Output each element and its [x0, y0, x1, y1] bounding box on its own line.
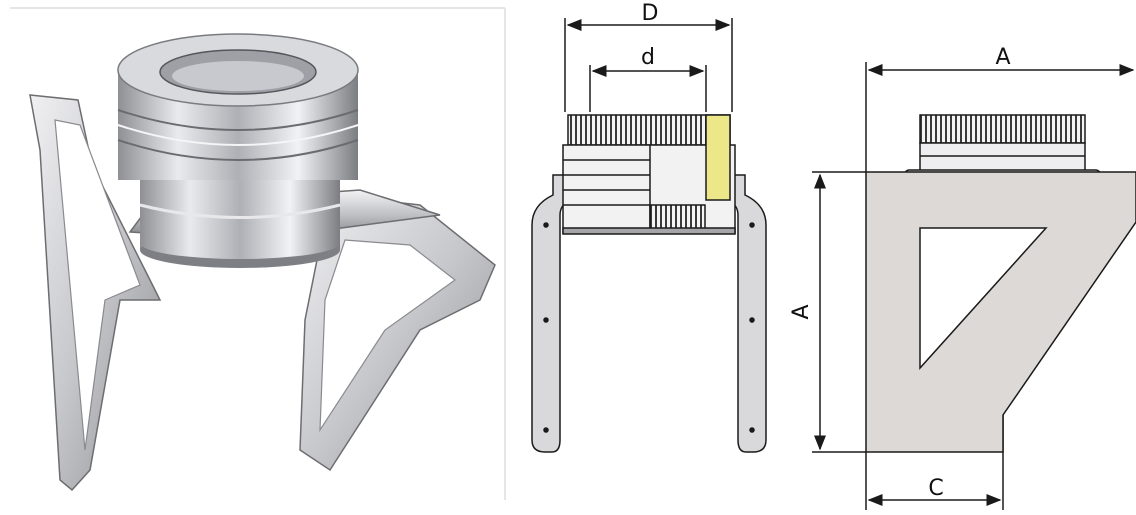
- label-D: D: [642, 1, 659, 26]
- label-C: C: [928, 476, 943, 501]
- front-right-strap: [727, 174, 767, 453]
- label-d: d: [641, 45, 655, 70]
- front-pipe: [562, 114, 736, 235]
- photo-pipe: [117, 33, 359, 268]
- dimension-A-width: [865, 62, 1135, 172]
- side-bracket: [865, 171, 1136, 453]
- photo-left-bracket: [29, 94, 162, 492]
- dimension-d: [589, 65, 707, 112]
- dimension-D: [564, 18, 733, 112]
- front-view-drawing: [531, 18, 767, 453]
- front-left-strap: [531, 174, 571, 453]
- side-view-drawing: [812, 62, 1136, 510]
- side-pipe: [919, 114, 1086, 172]
- dimension-A-height: [812, 171, 866, 453]
- photo-right-bracket: [299, 194, 496, 472]
- label-A-height: A: [789, 304, 814, 319]
- label-A-width: A: [995, 45, 1010, 70]
- product-photo: [0, 0, 510, 515]
